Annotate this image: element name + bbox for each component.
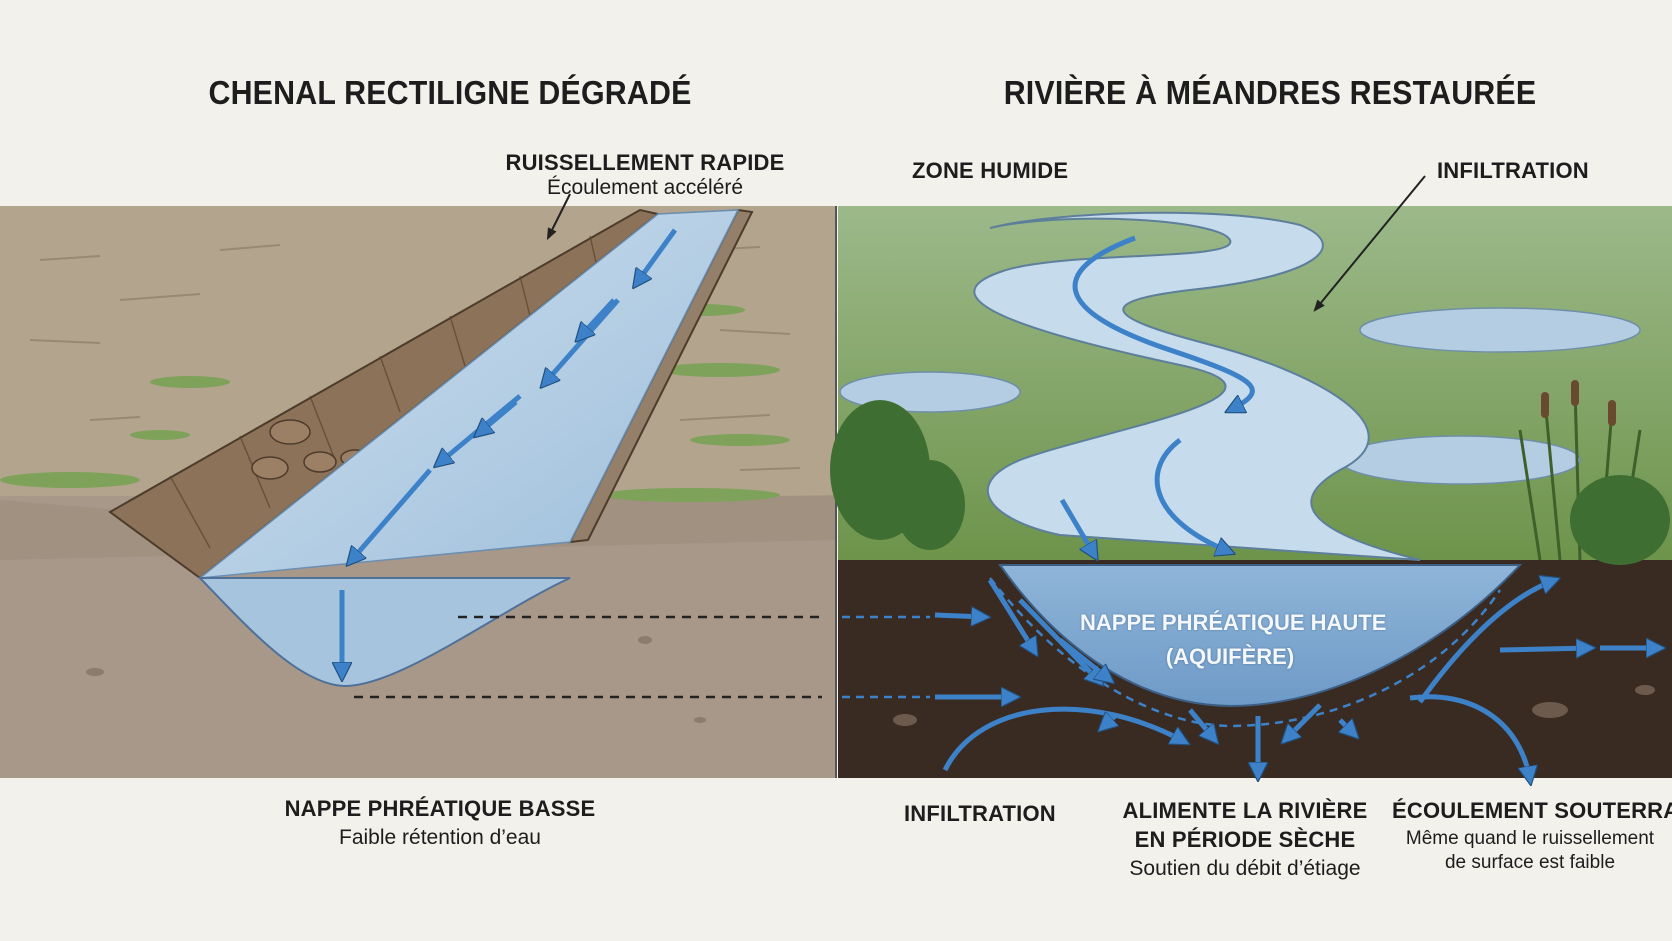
flow-arrow bbox=[1059, 235, 1255, 556]
groundwater-sub-line1: Même quand le ruissellement bbox=[1405, 828, 1655, 849]
infiltration-bottom-label: INFILTRATION bbox=[904, 801, 1056, 826]
low-water-table-label: NAPPE PHRÉATIQUE BASSE bbox=[284, 796, 596, 821]
left-panel-illustration bbox=[0, 193, 836, 778]
feeds-river-annotation: ALIMENTE LA RIVIÈRE EN PÉRIODE SÈCHE Sou… bbox=[1100, 798, 1390, 881]
runoff-pointer bbox=[546, 193, 571, 241]
infiltration-top-label: INFILTRATION bbox=[1437, 158, 1589, 183]
left-panel-title: CHENAL RECTILIGNE DÉGRADÉ bbox=[208, 74, 692, 111]
wetland-label: ZONE HUMIDE bbox=[912, 158, 1069, 183]
infiltration-pointer bbox=[1313, 175, 1426, 312]
runoff-annotation: RUISSELLEMENT RAPIDE Écoulement accéléré bbox=[460, 150, 830, 200]
shrub bbox=[830, 400, 1670, 565]
aquifer-label-line2: (AQUIFÈRE) bbox=[1165, 644, 1295, 669]
groundwater-annotation: ÉCOULEMENT SOUTERRAIN Même quand le ruis… bbox=[1392, 798, 1672, 874]
groundwater-dashed bbox=[842, 577, 1502, 728]
right-panel-illustration bbox=[830, 175, 1672, 780]
groundwater-sub-line2: de surface est faible bbox=[1444, 852, 1616, 873]
channel-cross-section bbox=[197, 577, 571, 688]
feeds-river-sub: Soutien du débit d’étiage bbox=[1129, 857, 1361, 880]
groundwater-label: ÉCOULEMENT SOUTERRAIN bbox=[1392, 798, 1672, 823]
meandering-river bbox=[973, 211, 1421, 561]
low-water-table-annotation: NAPPE PHRÉATIQUE BASSE Faible rétention … bbox=[220, 796, 660, 850]
low-water-table-sub: Faible rétention d’eau bbox=[339, 826, 541, 849]
wetland-pond bbox=[839, 307, 1641, 485]
straight-channel-water bbox=[197, 209, 740, 579]
right-panel-title: RIVIÈRE À MÉANDRES RESTAURÉE bbox=[1003, 74, 1537, 111]
aquifer-label: NAPPE PHRÉATIQUE HAUTE (AQUIFÈRE) bbox=[1080, 610, 1387, 670]
aquifer-lens bbox=[998, 564, 1523, 708]
runoff-sub: Écoulement accéléré bbox=[546, 176, 744, 199]
aquifer-label-line1: NAPPE PHRÉATIQUE HAUTE bbox=[1080, 610, 1387, 635]
cattail bbox=[1541, 380, 1616, 426]
flow-arrow bbox=[342, 228, 678, 676]
groundwater-arrow bbox=[934, 580, 1660, 780]
soil-stones bbox=[893, 685, 1655, 726]
feeds-river-line1: ALIMENTE LA RIVIÈRE bbox=[1122, 798, 1368, 823]
grass-patch bbox=[0, 304, 790, 502]
runoff-label: RUISSELLEMENT RAPIDE bbox=[505, 150, 785, 175]
feeds-river-line2: EN PÉRIODE SÈCHE bbox=[1134, 827, 1356, 852]
